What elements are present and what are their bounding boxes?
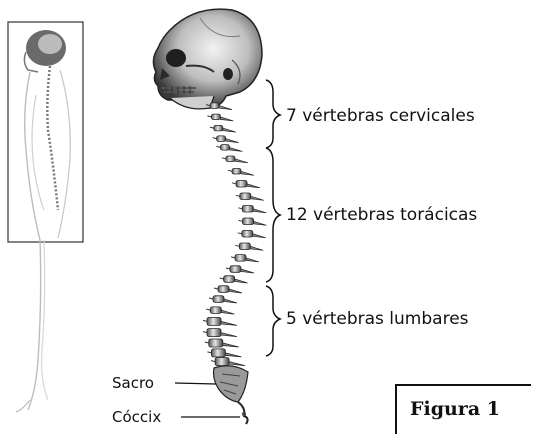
transverse-process [222,158,226,159]
transverse-process [238,233,242,234]
vertebra [242,206,253,213]
bracket-lumbar [266,286,280,356]
skull [153,9,262,109]
transverse-process [220,278,224,279]
spinous-process [226,139,239,143]
vertebra [232,169,241,175]
transverse-process [203,332,207,333]
spinous-process [235,159,248,163]
transverse-process [239,220,243,221]
label-cervical: 7 vértebras cervicales [286,106,475,126]
spinous-process [223,343,239,347]
sacrum-bone [214,366,249,402]
spinous-process [251,196,264,200]
vertebra [224,276,235,283]
inset-figure [8,22,83,412]
spinous-process [250,246,263,250]
bracket-cervical [266,80,280,148]
spinal-column [203,103,267,366]
transverse-process [236,195,240,196]
vertebra [210,307,221,314]
vertebra [209,339,223,347]
transverse-process [231,257,235,258]
vertebra [240,193,251,200]
spinous-process [221,321,237,325]
vertebra [211,349,225,357]
spinous-process [220,117,233,121]
transverse-process [213,138,217,139]
transverse-process [226,268,230,269]
spinous-process [241,171,254,175]
spinous-process [223,128,236,132]
transverse-process [216,146,220,147]
vertebra [211,114,220,120]
transverse-process [207,352,211,353]
label-thoracic: 12 vértebras torácicas [286,205,477,225]
inset-spine [47,66,58,210]
spinous-process [229,362,245,366]
spinous-process [221,333,237,337]
spinous-process [221,310,234,314]
vertebra [220,145,229,151]
transverse-process [210,127,214,128]
vertebra [207,329,221,337]
transverse-process [214,288,218,289]
transverse-process [203,320,207,321]
coccyx-bone [238,402,248,424]
vertebra [213,296,224,303]
spinous-process [235,279,248,283]
vertebra [207,317,221,325]
vertebra [242,231,253,238]
vertebra [210,103,219,109]
transverse-process [228,170,232,171]
vertebra [243,218,254,225]
spinous-process [254,221,267,225]
spinous-process [229,289,242,293]
vertebra [218,286,229,293]
figure-caption: Figura 1 [410,398,500,420]
vertebra [236,181,247,188]
transverse-process [238,208,242,209]
bracket-thoracic [266,148,280,282]
vertebra [239,243,250,250]
spinous-process [219,106,232,110]
label-coccyx: Cóccix [112,408,161,426]
transverse-process [211,361,215,362]
label-lumbar: 5 vértebras lumbares [286,309,469,329]
spinous-process [246,258,259,262]
transverse-process [209,298,213,299]
transverse-process [232,183,236,184]
spinous-process [253,209,266,213]
vertebra [217,136,226,142]
spinous-process [224,299,237,303]
spinous-process [253,234,266,238]
vertebra [235,255,246,262]
spinous-process [241,269,254,273]
transverse-process [207,116,211,117]
transverse-process [205,342,209,343]
sacrum-leader [175,383,216,384]
vertebra [215,358,229,366]
spinous-process [229,147,242,151]
vertebra [226,156,235,162]
vertebra [214,125,223,130]
transverse-process [235,245,239,246]
transverse-process [206,309,210,310]
spinous-process [225,353,241,357]
vertebra [230,266,241,273]
spinous-process [247,184,260,188]
label-sacrum: Sacro [112,374,154,392]
